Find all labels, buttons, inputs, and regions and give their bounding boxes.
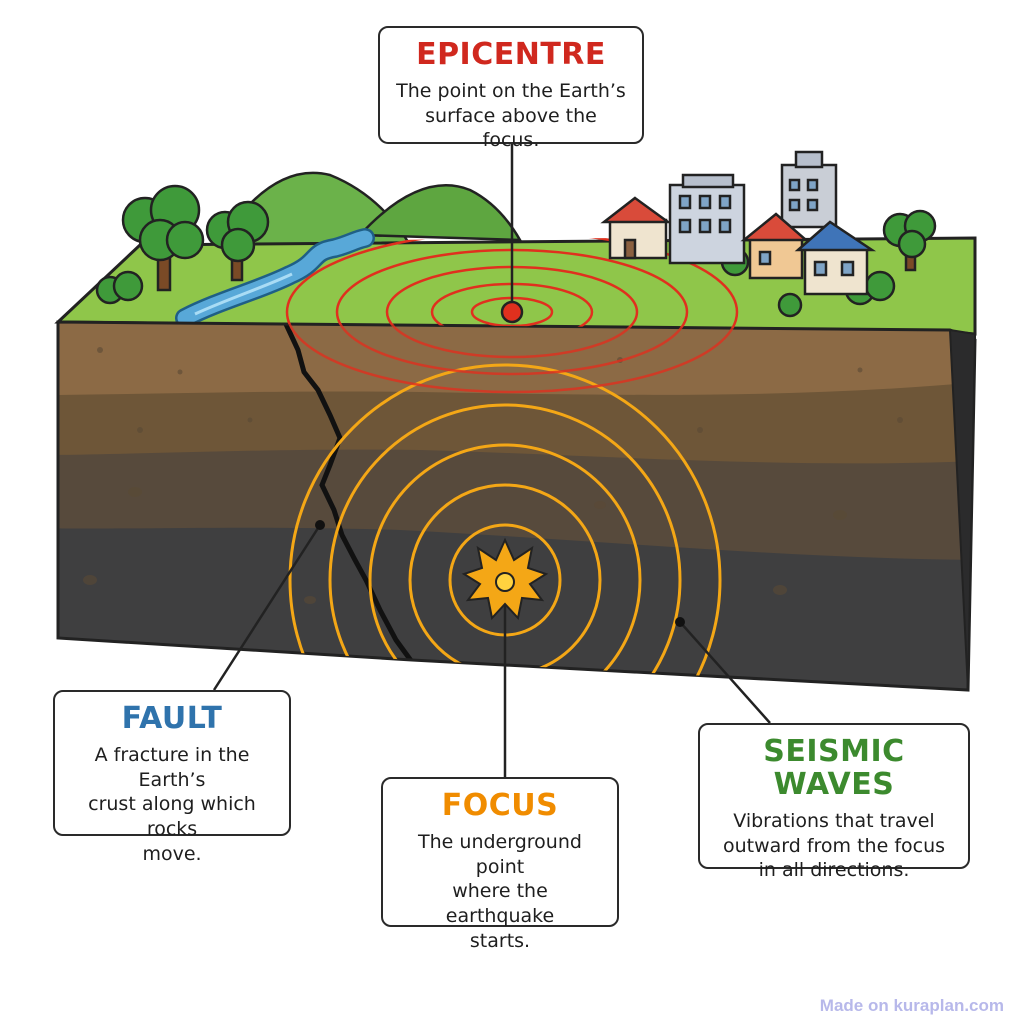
focus-burst: [461, 537, 549, 621]
buildings: [600, 150, 877, 296]
focus-title: FOCUS: [441, 788, 559, 823]
epicentre-rings-front: [285, 322, 739, 394]
fault-marker: [315, 520, 325, 530]
wave-marker: [675, 617, 685, 627]
fault-description: A fracture in the Earth’s crust along wh…: [88, 744, 256, 865]
epicentre-marker: [500, 300, 524, 324]
epicentre-title: EPICENTRE: [416, 37, 606, 72]
epicentre-description: The point on the Earth’s surface above t…: [396, 80, 626, 152]
fault-line: [282, 322, 415, 664]
trees: [95, 184, 937, 318]
focus-label: FOCUS The underground point where the ea…: [381, 777, 619, 952]
epicentre-label: EPICENTRE The point on the Earth’s surfa…: [378, 26, 644, 151]
fault-title: FAULT: [121, 701, 223, 736]
seismic-waves-title: SEISMIC WAVES: [763, 734, 905, 802]
fault-label: FAULT A fracture in the Earth’s crust al…: [53, 690, 291, 865]
seismic-waves-description: Vibrations that travel outward from the …: [722, 810, 946, 882]
connector-lines: [212, 144, 771, 777]
watermark: Made on kuraplan.com: [819, 996, 1004, 1015]
crust-cross-section: [58, 322, 975, 690]
pebbles: [83, 347, 903, 604]
focus-description: The underground point where the earthqua…: [418, 831, 582, 952]
seismic-waves-label: SEISMIC WAVES Vibrations that travel out…: [698, 723, 970, 881]
